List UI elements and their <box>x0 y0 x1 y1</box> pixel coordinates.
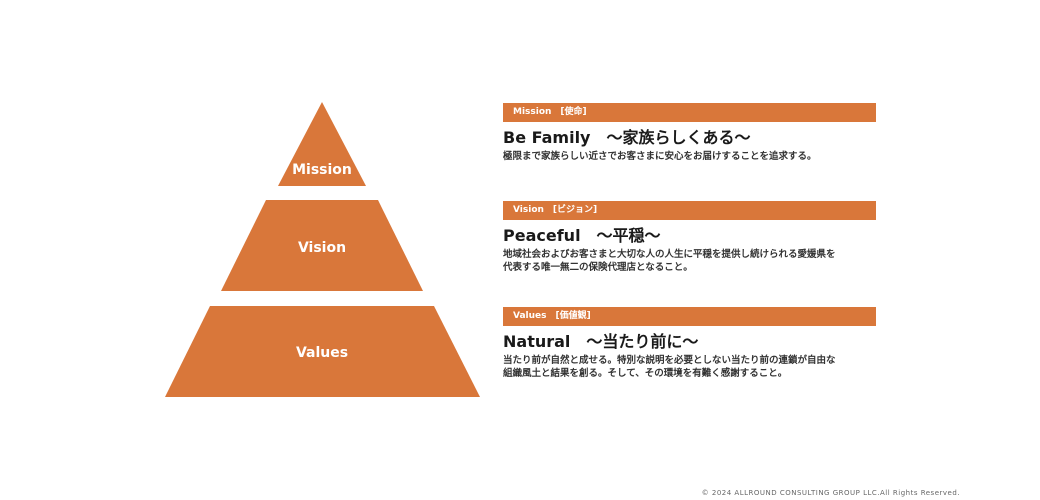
vision-bar: Vision [ビジョン] <box>503 201 876 220</box>
vision-section: Vision [ビジョン] Peaceful 〜平穏〜 地域社会およびお客さまと… <box>503 201 876 274</box>
pyramid-label-vision: Vision <box>297 240 347 256</box>
vision-description-line: 代表する唯一無二の保険代理店となること。 <box>503 262 693 273</box>
values-description: 当たり前が自然と成せる。特別な説明を必要としない当たり前の連鎖が自由な 組織風土… <box>503 354 876 380</box>
values-heading: Natural 〜当たり前に〜 <box>503 332 699 351</box>
values-description-line: 当たり前が自然と成せる。特別な説明を必要としない当たり前の連鎖が自由な <box>503 355 836 366</box>
vision-heading: Peaceful 〜平穏〜 <box>503 226 661 245</box>
values-section: Values [価値観] Natural 〜当たり前に〜 当たり前が自然と成せる… <box>503 307 876 380</box>
copyright-footer: © 2024 ALLROUND CONSULTING GROUP LLC.All… <box>701 489 960 497</box>
pyramid-tier-values <box>165 306 480 397</box>
mission-bar: Mission [使命] <box>503 103 876 122</box>
pyramid-tier-vision <box>221 200 423 291</box>
vision-description: 地域社会およびお客さまと大切な人の人生に平穏を提供し続けられる愛媛県を 代表する… <box>503 248 876 274</box>
mission-description-line: 極限まで家族らしい近さでお客さまに安心をお届けすることを追求する。 <box>503 151 817 162</box>
pyramid-tier-mission <box>278 102 366 186</box>
values-bar: Values [価値観] <box>503 307 876 326</box>
pyramid-label-values: Values <box>295 345 349 361</box>
mission-description: 極限まで家族らしい近さでお客さまに安心をお届けすることを追求する。 <box>503 150 876 163</box>
mission-heading: Be Family 〜家族らしくある〜 <box>503 128 751 147</box>
mission-section: Mission [使命] Be Family 〜家族らしくある〜 極限まで家族ら… <box>503 103 876 163</box>
pyramid-diagram <box>165 102 480 397</box>
values-description-line: 組織風土と結果を創る。そして、その環境を有難く感謝すること。 <box>503 368 788 379</box>
pyramid-label-mission: Mission <box>292 162 352 178</box>
vision-description-line: 地域社会およびお客さまと大切な人の人生に平穏を提供し続けられる愛媛県を <box>503 249 836 260</box>
